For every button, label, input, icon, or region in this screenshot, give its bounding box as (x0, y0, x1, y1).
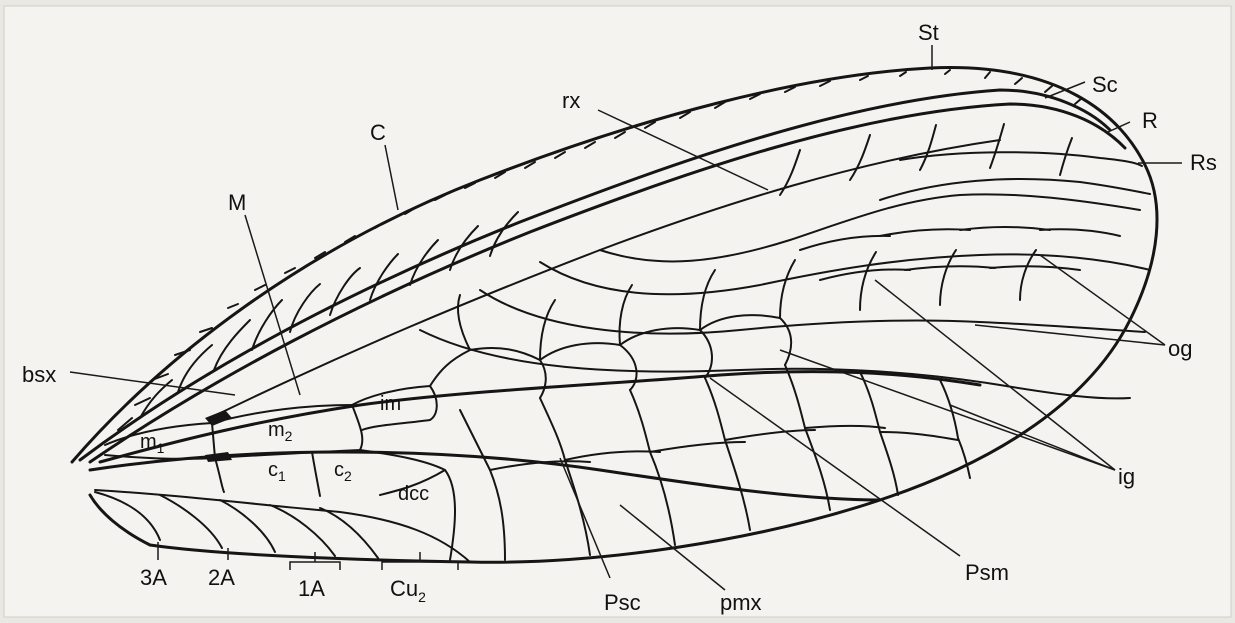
cell-m2-sub: 2 (285, 428, 293, 444)
label-cu2-sub: 2 (418, 589, 426, 605)
label-3a: 3A (140, 565, 167, 590)
label-psc: Psc (604, 590, 641, 615)
label-ig: ig (1118, 464, 1135, 489)
label-pmx: pmx (720, 590, 762, 615)
label-2a: 2A (208, 565, 235, 590)
cell-c2-sub: 2 (344, 468, 352, 484)
cell-dcc: dcc (398, 483, 429, 505)
cell-m2-base: m (268, 419, 285, 441)
cell-c1-sub: 1 (278, 468, 286, 484)
label-rx: rx (562, 88, 580, 113)
cell-m1-sub: 1 (157, 440, 165, 456)
label-1a: 1A (298, 576, 325, 601)
label-bsx: bsx (22, 362, 56, 387)
cell-c1-base: c (268, 459, 278, 481)
cell-m1-base: m (140, 431, 157, 453)
label-r: R (1142, 108, 1158, 133)
label-c: C (370, 120, 386, 145)
label-m: M (228, 190, 246, 215)
label-sc: Sc (1092, 72, 1118, 97)
label-og: og (1168, 336, 1192, 361)
label-st: St (918, 20, 939, 45)
cell-c2-base: c (334, 459, 344, 481)
cell-im: im (380, 393, 401, 415)
label-rs: Rs (1190, 150, 1217, 175)
label-cu2-base: Cu (390, 576, 418, 601)
label-psm: Psm (965, 560, 1009, 585)
